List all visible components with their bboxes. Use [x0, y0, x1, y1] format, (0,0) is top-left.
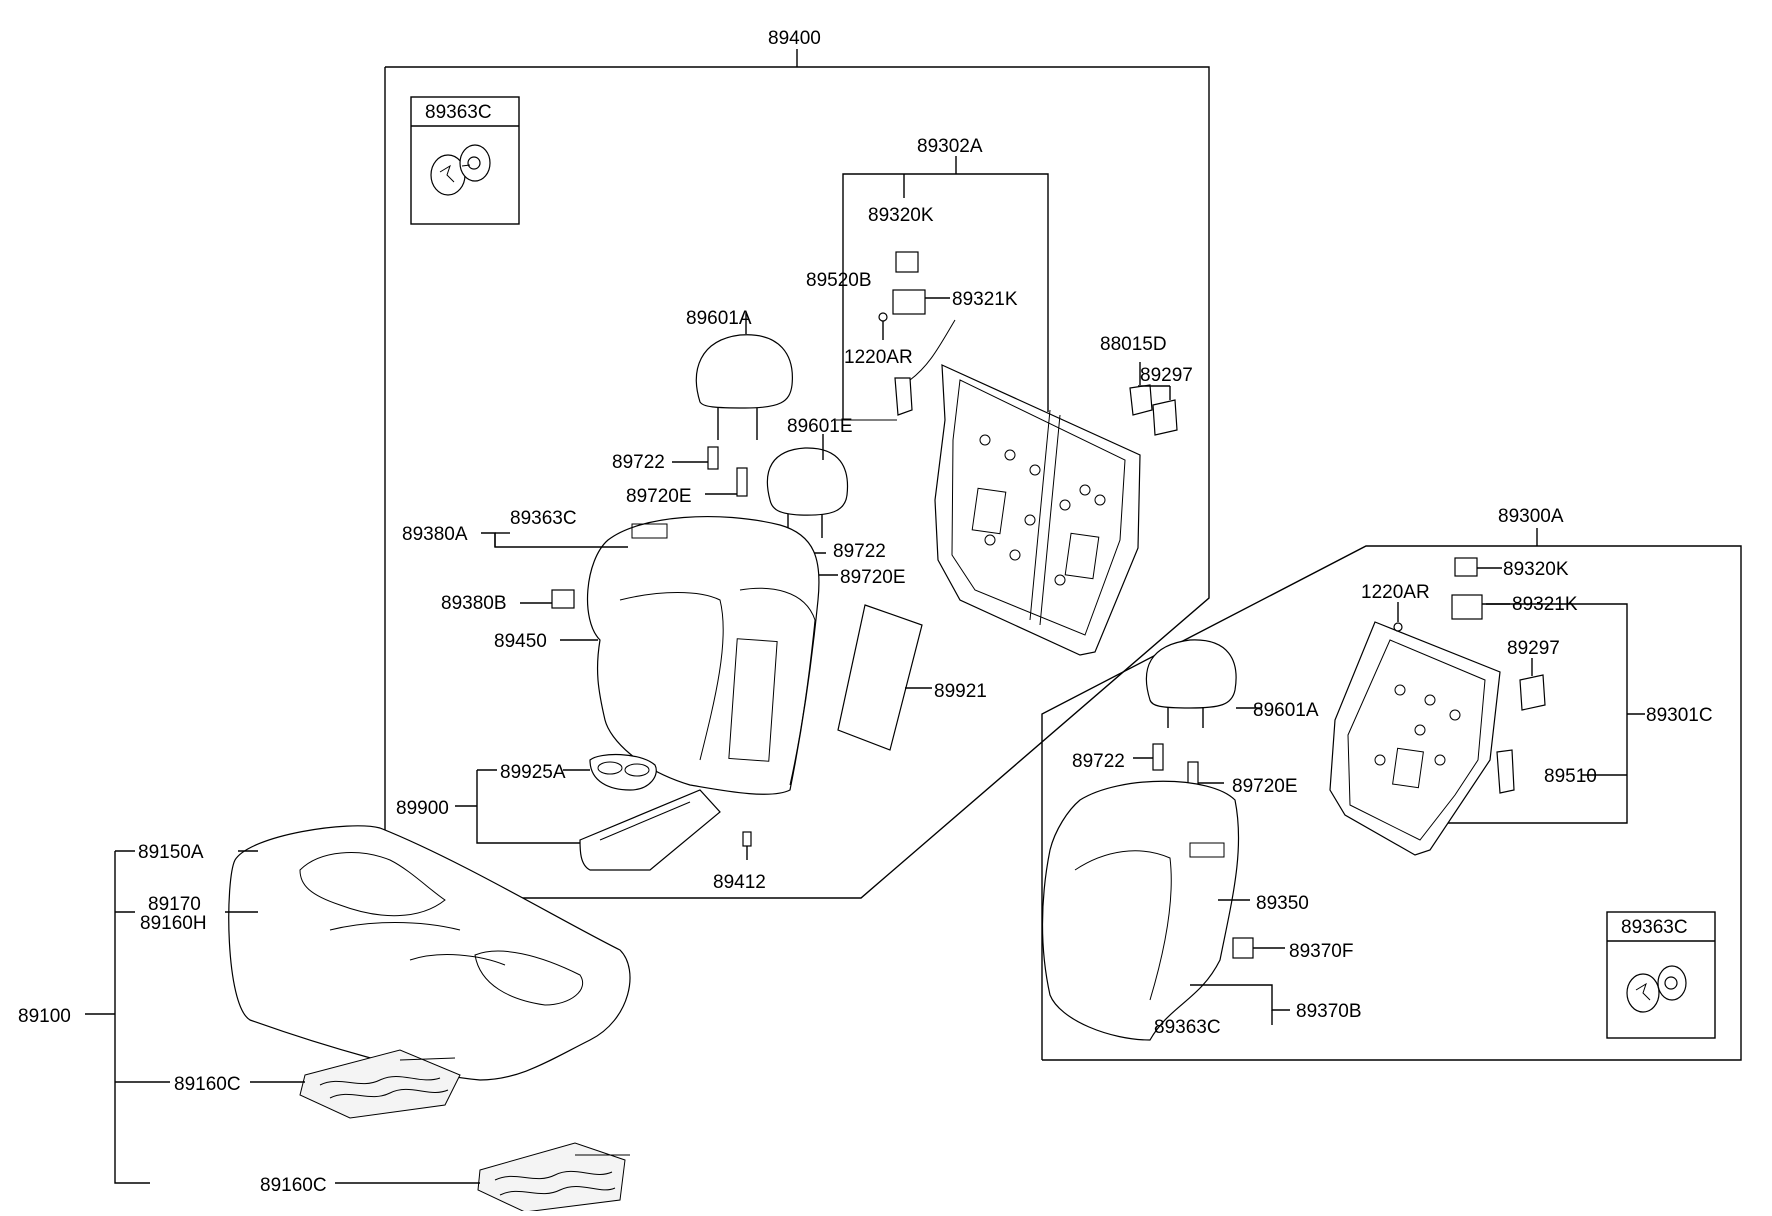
latch-cover-89320K-lower	[1454, 557, 1502, 577]
clip-89370F	[1232, 937, 1285, 959]
seat-back-89380A	[481, 515, 820, 795]
label-1220AR-upper: 1220AR	[844, 347, 913, 368]
label-89363C-seatback: 89363C	[510, 508, 577, 529]
bracket-89100	[85, 850, 170, 1184]
label-89450: 89450	[494, 631, 547, 652]
label-89320K-upper: 89320K	[868, 205, 934, 226]
label-89722-left: 89722	[612, 452, 665, 473]
bolt-1220AR-lower	[1393, 602, 1403, 632]
panel-89921	[837, 604, 932, 751]
bolt-1220AR-upper	[878, 312, 888, 340]
label-89297-lower: 89297	[1507, 638, 1560, 659]
bracket-89302A	[836, 156, 1049, 421]
bracket-89301C	[1445, 603, 1645, 824]
label-89722-right: 89722	[1072, 751, 1125, 772]
headrest-89601E	[766, 434, 849, 538]
bracket-89297-lower	[1519, 658, 1546, 711]
guide-89722-right	[1133, 743, 1164, 771]
label-89363C-inset-top: 89363C	[425, 102, 492, 123]
guide-89720E-left	[705, 467, 748, 497]
label-89380B: 89380B	[441, 593, 507, 614]
label-89150A: 89150A	[138, 842, 204, 863]
label-89601E: 89601E	[787, 416, 853, 437]
seat-back-89350	[1041, 780, 1250, 1041]
label-89520B: 89520B	[806, 270, 872, 291]
latch-89321K-lower	[1451, 594, 1510, 620]
label-89350: 89350	[1256, 893, 1309, 914]
frame-89301C	[1329, 621, 1501, 856]
cupholder-89925A	[476, 753, 657, 806]
label-89720E-center: 89720E	[840, 567, 906, 588]
label-89720E-left: 89720E	[626, 486, 692, 507]
label-89601A-right: 89601A	[1253, 700, 1319, 721]
label-89300A: 89300A	[1498, 506, 1564, 527]
label-89900: 89900	[396, 798, 449, 819]
label-89400: 89400	[768, 28, 821, 49]
labels: 89400 89363C 89302A 89320K 89520B 89321K…	[18, 28, 1713, 1196]
clip-fastener-icon	[1626, 965, 1687, 1013]
label-89297-upper: 89297	[1140, 365, 1193, 386]
label-89363C-inset-bottom: 89363C	[1621, 917, 1688, 938]
label-89170: 89170	[148, 894, 201, 915]
clip-89380B	[520, 589, 575, 609]
cable-89510	[1496, 749, 1515, 794]
assembly-89400-boundary	[384, 49, 1210, 899]
label-89160C-lower: 89160C	[260, 1175, 327, 1196]
label-89720E-right: 89720E	[1232, 776, 1298, 797]
label-89370F: 89370F	[1289, 941, 1353, 962]
label-89302A: 89302A	[917, 136, 983, 157]
screw-89412	[742, 831, 752, 860]
label-89100: 89100	[18, 1006, 71, 1027]
clip-fastener-icon	[430, 144, 491, 196]
cable-89520B	[894, 319, 956, 416]
frame-89302A	[934, 364, 1141, 656]
assembly-89300A-boundary	[1041, 528, 1742, 1061]
bracket-88015D	[1129, 362, 1153, 416]
label-89321K-lower: 89321K	[1512, 594, 1578, 615]
headrest-89601A-right	[1145, 639, 1262, 728]
inset-89363C-bottom-right	[1606, 911, 1716, 1039]
label-88015D: 88015D	[1100, 334, 1167, 355]
label-89921: 89921	[934, 681, 987, 702]
label-89380A: 89380A	[402, 524, 468, 545]
latch-cover-89320K-upper	[895, 251, 919, 273]
label-89321K-upper: 89321K	[952, 289, 1018, 310]
label-89722-center: 89722	[833, 541, 886, 562]
label-89370B: 89370B	[1296, 1001, 1362, 1022]
seat-cushion	[225, 825, 631, 1081]
label-89363C-right-seatback: 89363C	[1154, 1017, 1221, 1038]
label-89925A: 89925A	[500, 762, 566, 783]
bracket-89297-upper	[1138, 385, 1178, 436]
heater-mat-89160C-lower	[335, 1142, 630, 1213]
label-89320K-lower: 89320K	[1503, 559, 1569, 580]
headrest-89601A-left	[695, 312, 793, 440]
inset-89363C-top-left	[410, 96, 520, 225]
armrest-89900	[455, 769, 721, 871]
label-89412: 89412	[713, 872, 766, 893]
label-89510: 89510	[1544, 766, 1597, 787]
label-89301C: 89301C	[1646, 705, 1713, 726]
label-89601A-left: 89601A	[686, 308, 752, 329]
label-89160C-upper: 89160C	[174, 1074, 241, 1095]
guide-89722-left	[672, 446, 719, 470]
label-89160H: 89160H	[140, 913, 207, 934]
heater-mat-89160C-upper	[250, 1049, 461, 1119]
label-1220AR-lower: 1220AR	[1361, 582, 1430, 603]
latch-89321K-upper	[892, 289, 950, 315]
bracket-89370B	[1190, 984, 1290, 1025]
